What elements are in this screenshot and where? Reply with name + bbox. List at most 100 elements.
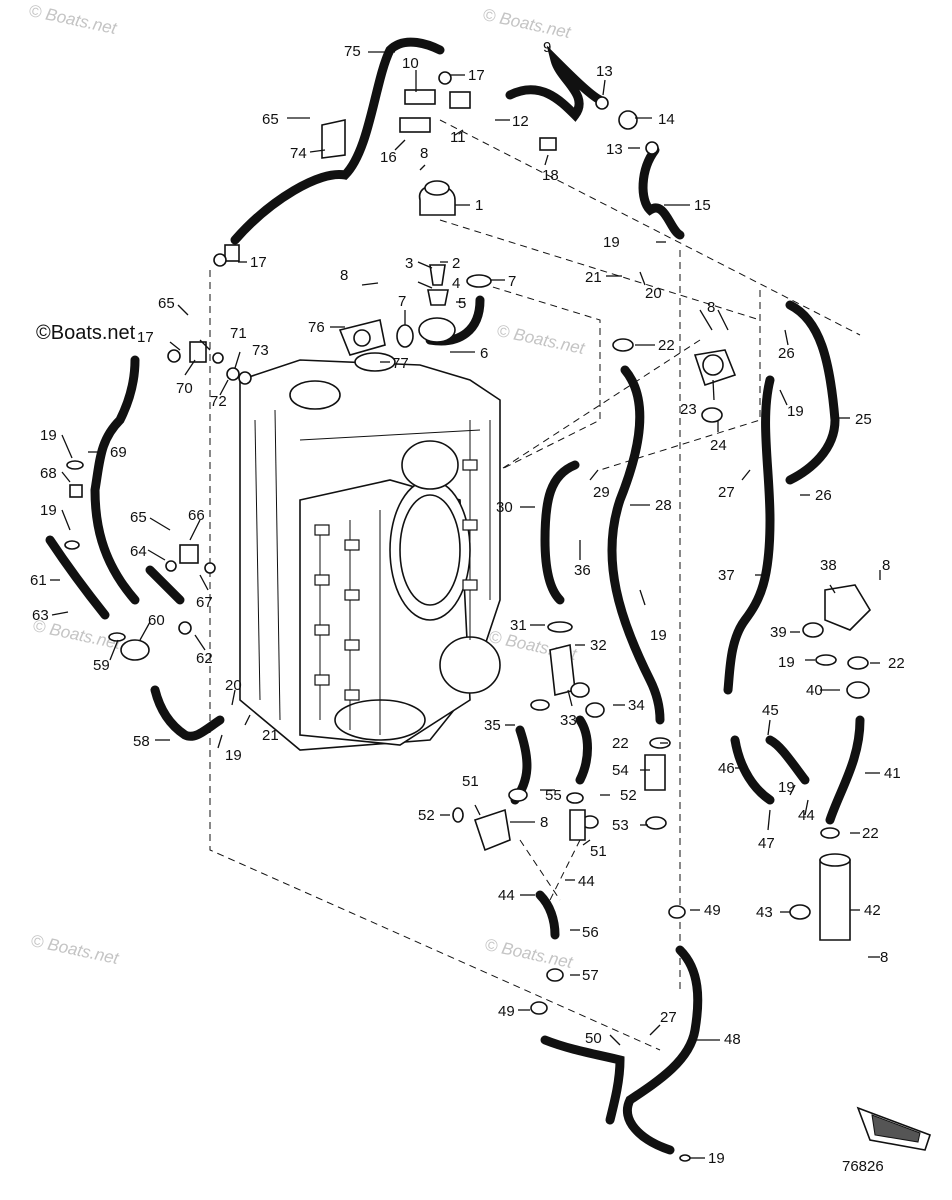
callout-8c: 8 bbox=[707, 299, 715, 316]
callout-19h: 19 bbox=[225, 747, 242, 764]
callout-44: 44 bbox=[798, 807, 815, 824]
callout-1: 1 bbox=[475, 197, 483, 214]
leader-lines bbox=[50, 51, 881, 1159]
callout-4: 4 bbox=[452, 275, 460, 292]
callout-7: 7 bbox=[508, 273, 516, 290]
callout-19b: 19 bbox=[787, 403, 804, 420]
callout-2: 2 bbox=[452, 255, 460, 272]
callout-51: 51 bbox=[462, 773, 479, 790]
callout-71: 71 bbox=[230, 325, 247, 342]
callout-16: 16 bbox=[380, 149, 397, 166]
callout-20b: 20 bbox=[225, 677, 242, 694]
callout-19g: 19 bbox=[40, 502, 57, 519]
callout-74: 74 bbox=[290, 145, 307, 162]
callout-52b: 52 bbox=[620, 787, 637, 804]
callout-9: 9 bbox=[543, 39, 551, 56]
callout-17: 17 bbox=[468, 67, 485, 84]
callout-50: 50 bbox=[585, 1030, 602, 1047]
callout-41: 41 bbox=[884, 765, 901, 782]
callout-44b: 44 bbox=[498, 887, 515, 904]
callout-46: 46 bbox=[718, 760, 735, 777]
callout-21b: 21 bbox=[262, 727, 279, 744]
callout-17c: 17 bbox=[137, 329, 154, 346]
callout-5: 5 bbox=[458, 295, 466, 312]
callout-70: 70 bbox=[176, 380, 193, 397]
callout-22c: 22 bbox=[612, 735, 629, 752]
dashed-guide-lines bbox=[209, 119, 861, 1051]
callout-42: 42 bbox=[864, 902, 881, 919]
callout-3: 3 bbox=[405, 255, 413, 272]
callout-30: 30 bbox=[496, 499, 513, 516]
callout-13: 13 bbox=[596, 63, 613, 80]
callout-77: 77 bbox=[392, 355, 409, 372]
callout-49: 49 bbox=[704, 902, 721, 919]
hoses bbox=[45, 37, 865, 1155]
fittings-and-clamps bbox=[64, 71, 872, 1162]
callout-39: 39 bbox=[770, 624, 787, 641]
callout-numbers: 1 2 3 4 5 6 7 7 8 8 8 8 8 8 9 10 11 12 1… bbox=[30, 39, 905, 1167]
callout-8d: 8 bbox=[540, 814, 548, 831]
callout-47: 47 bbox=[758, 835, 775, 852]
engine-block bbox=[239, 359, 501, 751]
callout-22d: 22 bbox=[862, 825, 879, 842]
callout-8b: 8 bbox=[340, 267, 348, 284]
callout-13b: 13 bbox=[606, 141, 623, 158]
callout-15: 15 bbox=[694, 197, 711, 214]
callout-57: 57 bbox=[582, 967, 599, 984]
callout-53: 53 bbox=[612, 817, 629, 834]
callout-62: 62 bbox=[196, 650, 213, 667]
callout-54: 54 bbox=[612, 762, 629, 779]
callout-72: 72 bbox=[210, 393, 227, 410]
callout-22: 22 bbox=[658, 337, 675, 354]
callout-49b: 49 bbox=[498, 1003, 515, 1020]
callout-51b: 51 bbox=[590, 843, 607, 860]
callout-19i: 19 bbox=[708, 1150, 725, 1167]
callout-75: 75 bbox=[344, 43, 361, 60]
callout-34: 34 bbox=[628, 697, 645, 714]
callout-66: 66 bbox=[188, 507, 205, 524]
callout-26b: 26 bbox=[815, 487, 832, 504]
callout-38: 38 bbox=[820, 557, 837, 574]
callout-19c: 19 bbox=[650, 627, 667, 644]
callout-43: 43 bbox=[756, 904, 773, 921]
callout-65: 65 bbox=[262, 111, 279, 128]
callout-69: 69 bbox=[110, 444, 127, 461]
callout-76: 76 bbox=[308, 319, 325, 336]
callout-40: 40 bbox=[806, 682, 823, 699]
callout-65c: 65 bbox=[130, 509, 147, 526]
callout-45: 45 bbox=[762, 702, 779, 719]
callout-55: 55 bbox=[545, 787, 562, 804]
figure-reference: 76826 bbox=[842, 1158, 884, 1175]
callout-10: 10 bbox=[402, 55, 419, 72]
callout-19d: 19 bbox=[778, 654, 795, 671]
callout-58: 58 bbox=[133, 733, 150, 750]
callout-19f: 19 bbox=[40, 427, 57, 444]
callout-36: 36 bbox=[574, 562, 591, 579]
callout-27b: 27 bbox=[660, 1009, 677, 1026]
callout-68: 68 bbox=[40, 465, 57, 482]
callout-35: 35 bbox=[484, 717, 501, 734]
callout-52: 52 bbox=[418, 807, 435, 824]
callout-11: 11 bbox=[450, 129, 466, 146]
callout-73: 73 bbox=[252, 342, 269, 359]
brand-watermark: ©Boats.net bbox=[36, 322, 136, 344]
callout-8f: 8 bbox=[880, 949, 888, 966]
callout-61: 61 bbox=[30, 572, 47, 589]
callout-48: 48 bbox=[724, 1031, 741, 1048]
callout-20: 20 bbox=[645, 285, 662, 302]
callout-17b: 17 bbox=[250, 254, 267, 271]
callout-59: 59 bbox=[93, 657, 110, 674]
callout-65b: 65 bbox=[158, 295, 175, 312]
callout-7b: 7 bbox=[398, 293, 406, 310]
boat-icon bbox=[856, 1106, 932, 1151]
callout-29: 29 bbox=[593, 484, 610, 501]
callout-24: 24 bbox=[710, 437, 727, 454]
callout-25: 25 bbox=[855, 411, 872, 428]
callout-67: 67 bbox=[196, 594, 213, 611]
callout-31: 31 bbox=[510, 617, 527, 634]
callout-56: 56 bbox=[582, 924, 599, 941]
callout-32: 32 bbox=[590, 637, 607, 654]
callout-44c: 44 bbox=[578, 873, 595, 890]
